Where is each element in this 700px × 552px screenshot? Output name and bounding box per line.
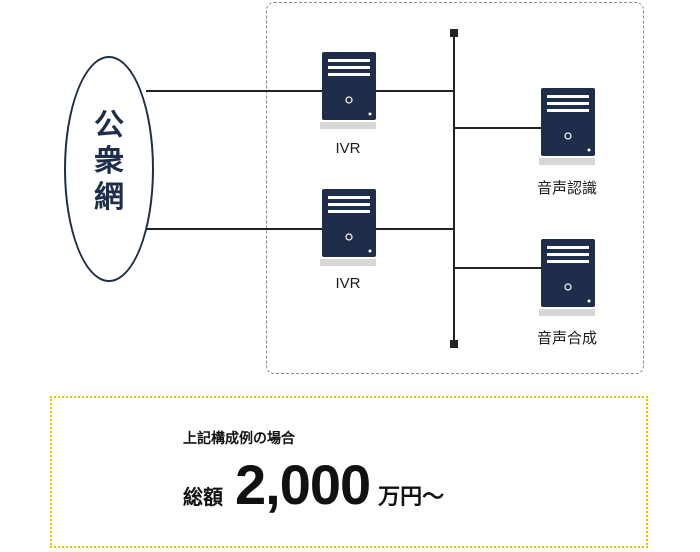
system-boundary	[266, 2, 644, 374]
link-bus-asr	[454, 127, 542, 129]
server-label-asr: 音声認識	[536, 180, 597, 197]
server-label-ivr1: IVR	[335, 140, 361, 157]
price-box	[50, 396, 648, 548]
link-bus-tts	[454, 267, 542, 269]
public-network: 公 衆 網	[64, 56, 154, 282]
server-icon-tts	[539, 239, 595, 319]
server-label-ivr2: IVR	[335, 275, 361, 292]
link-network-ivr2	[146, 228, 454, 230]
price-row: 総額 2,000 万円〜	[183, 452, 444, 522]
server-icon-ivr1	[320, 52, 376, 132]
public-network-char: 公	[94, 108, 124, 143]
example-caption: 上記構成例の場合	[183, 431, 295, 447]
price-unit: 万円〜	[378, 485, 445, 510]
public-network-char: 網	[94, 180, 124, 215]
server-icon-asr	[539, 88, 595, 168]
public-network-label: 公 衆 網	[66, 108, 152, 216]
public-network-char: 衆	[94, 144, 124, 179]
bus-line	[453, 31, 455, 345]
price-label: 総額	[183, 485, 223, 509]
server-label-tts: 音声合成	[536, 330, 597, 347]
bus-cap-bottom	[450, 340, 458, 348]
server-icon-ivr2	[320, 189, 376, 269]
price-value: 2,000	[235, 453, 371, 516]
link-network-ivr1	[146, 90, 454, 92]
bus-cap-top	[450, 29, 458, 37]
